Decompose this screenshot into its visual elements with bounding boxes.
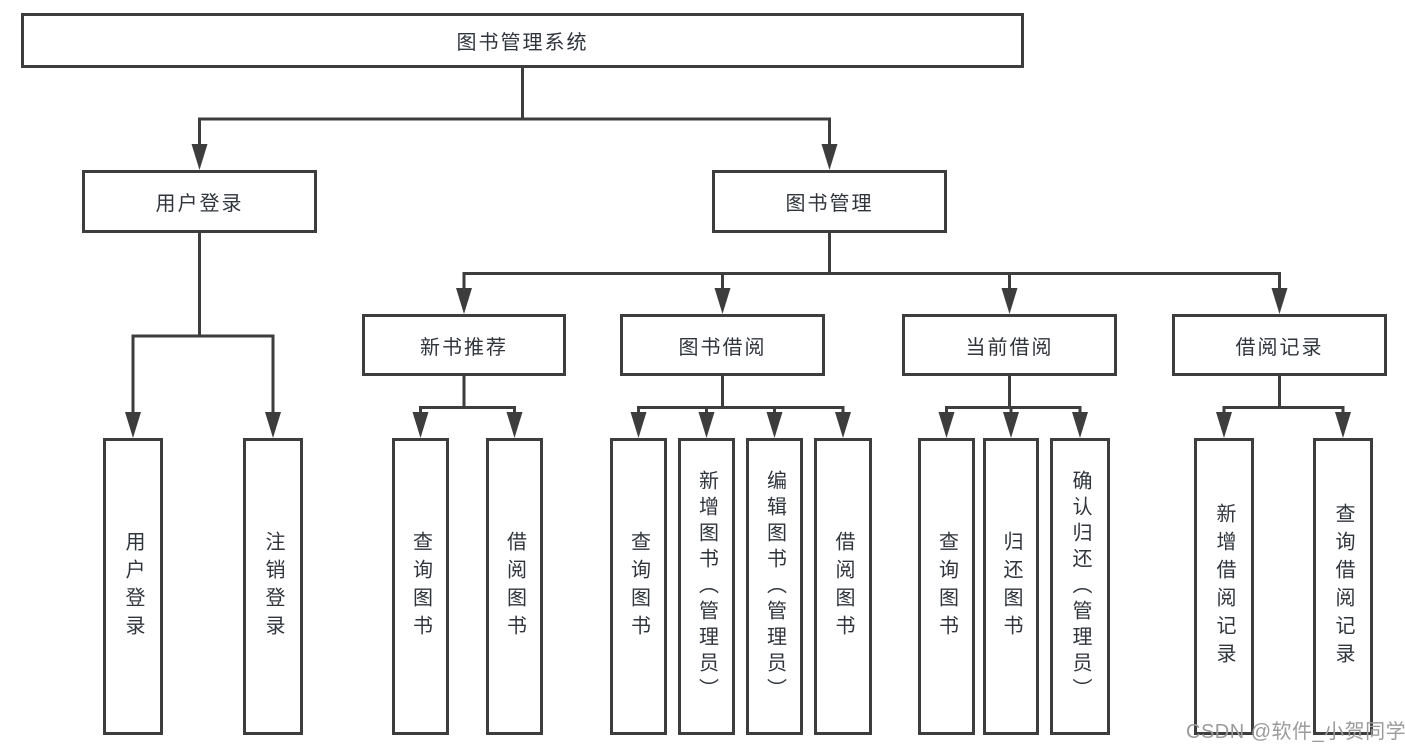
- leaf-return-books: 归还图书: [983, 438, 1039, 735]
- arrowhead-icons: [125, 144, 1351, 438]
- leaf-borrow-books: 借阅图书: [814, 438, 872, 735]
- node-user-login: 用户登录: [82, 170, 317, 233]
- leaf-query-books-current: 查询图书: [918, 438, 975, 735]
- leaf-user-login: 用户登录: [103, 438, 163, 735]
- node-borrowing-records: 借阅记录: [1172, 314, 1387, 376]
- node-current-borrowing: 当前借阅: [902, 314, 1117, 376]
- node-library-management-system: 图书管理系统: [21, 13, 1024, 68]
- leaf-borrow-books-recommend: 借阅图书: [486, 438, 543, 735]
- leaf-confirm-return-admin: 确认归还（管理员）: [1050, 438, 1110, 735]
- leaf-add-books-admin: 新增图书（管理员）: [678, 438, 735, 735]
- leaf-query-books-borrow: 查询图书: [610, 438, 667, 735]
- leaf-edit-books-admin: 编辑图书（管理员）: [746, 438, 803, 735]
- node-book-management: 图书管理: [712, 170, 947, 233]
- tree-edges: [131, 66, 1345, 416]
- leaf-query-books-recommend: 查询图书: [392, 438, 449, 735]
- leaf-add-borrow-record: 新增借阅记录: [1194, 438, 1254, 735]
- node-book-borrowing: 图书借阅: [620, 314, 825, 376]
- leaf-logout: 注销登录: [243, 438, 303, 735]
- node-new-book-recommendation: 新书推荐: [362, 314, 566, 376]
- leaf-query-borrow-record: 查询借阅记录: [1313, 438, 1373, 735]
- csdn-watermark: CSDN @软件_小贺同学: [1186, 721, 1405, 743]
